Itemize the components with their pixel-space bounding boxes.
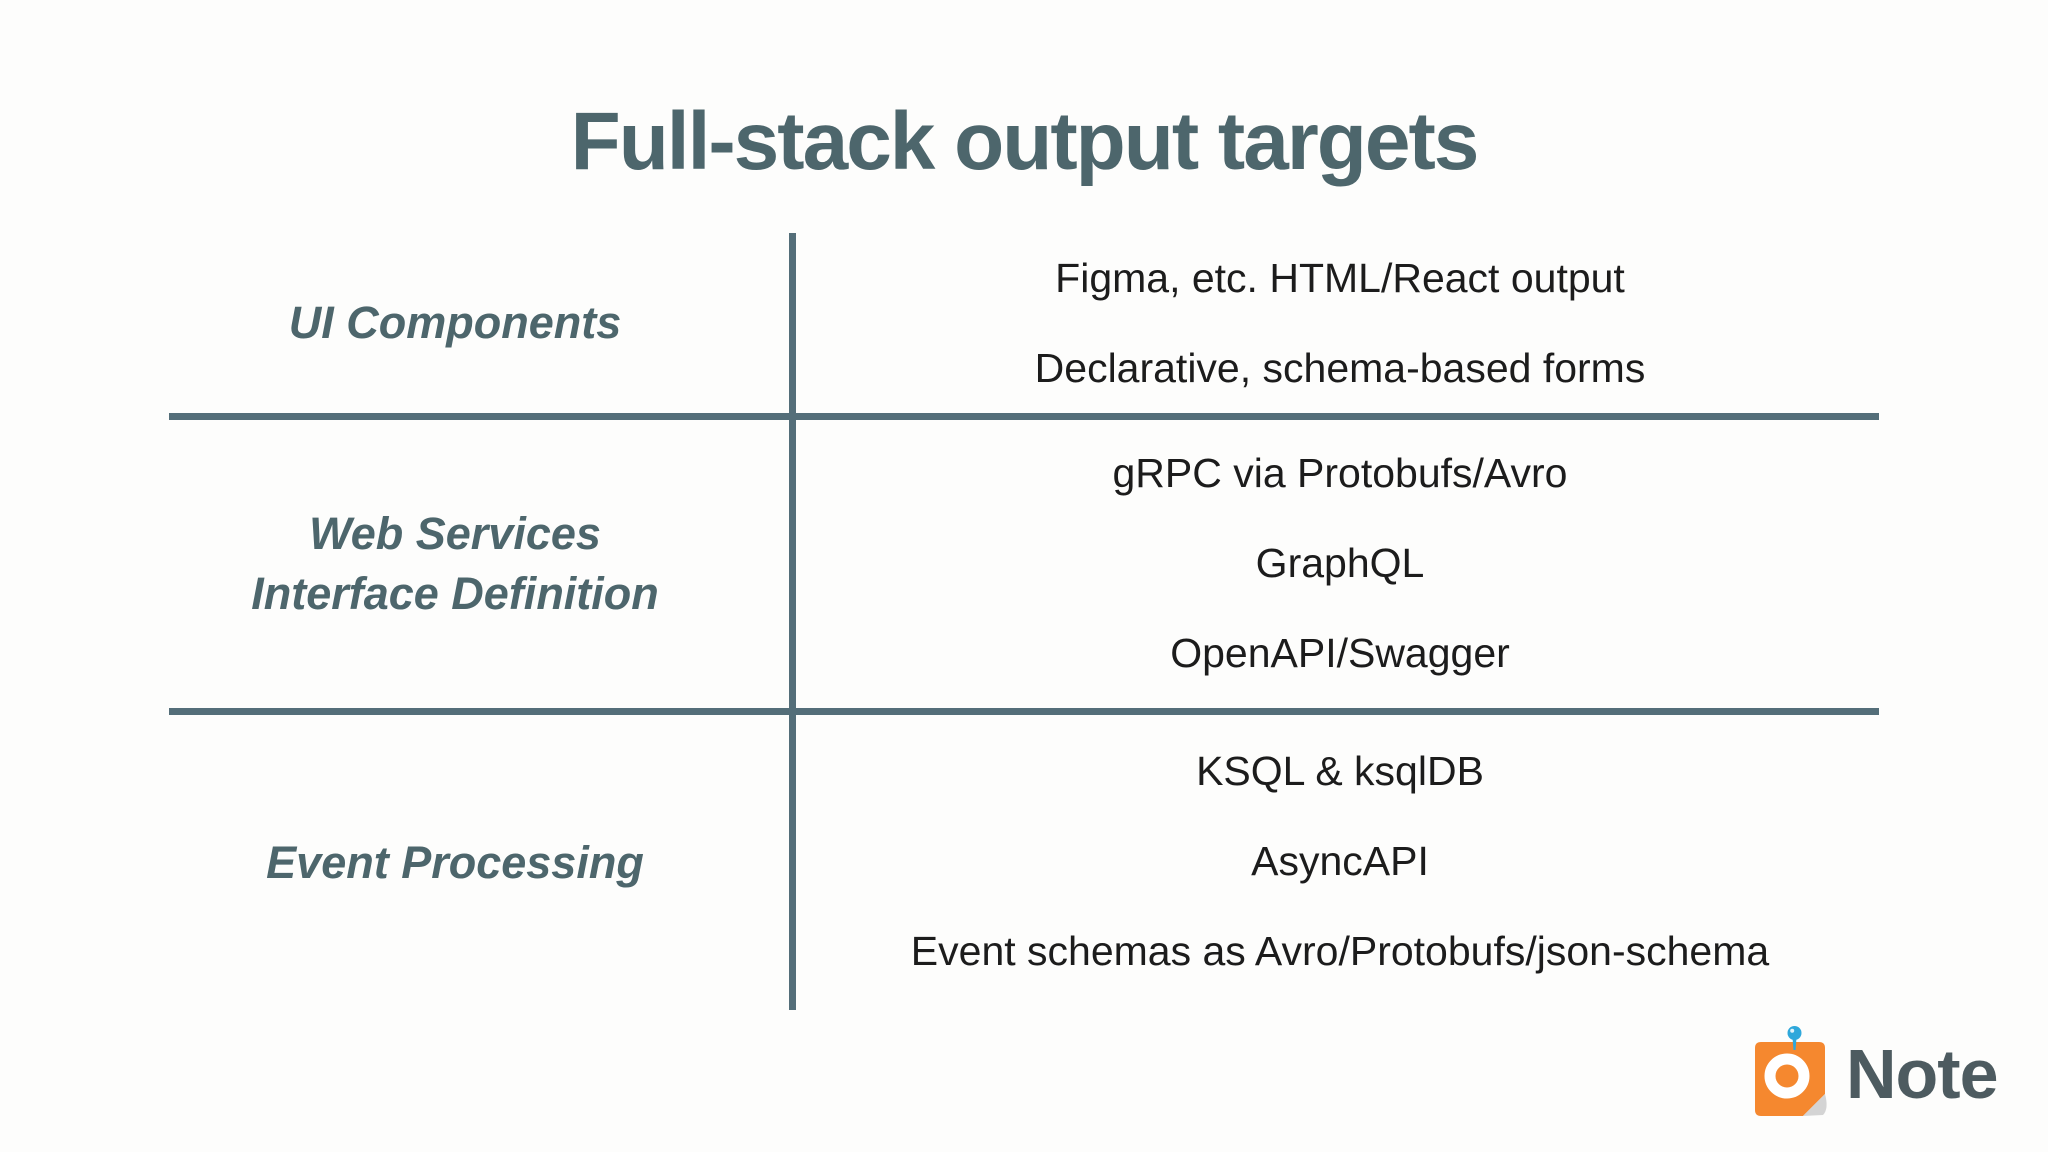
output-target-item: OpenAPI/Swagger — [1170, 629, 1510, 676]
output-target-item: Event schemas as Avro/Protobufs/json-sch… — [910, 928, 1770, 974]
row-divider-line-2 — [169, 708, 1879, 715]
pushpin-highlight — [1790, 1028, 1795, 1033]
onote-logo: Note — [1750, 1024, 1999, 1124]
output-target-item: Declarative, schema-based forms — [1034, 345, 1646, 391]
row-label-line: Interface Definition — [251, 568, 659, 619]
pushpin-head — [1787, 1026, 1802, 1040]
output-target-item: Figma, etc. HTML/React output — [1055, 255, 1625, 301]
output-target-item: AsyncAPI — [1251, 838, 1429, 884]
row-label-line: Web Services — [309, 508, 601, 559]
row-label-event-processing: Event Processing — [120, 715, 790, 1010]
output-target-item: KSQL & ksqlDB — [1196, 748, 1484, 794]
row-label-ui-components: UI Components — [120, 233, 790, 413]
logo-wordmark: Note — [1846, 1035, 1999, 1113]
row-divider-line-1 — [169, 413, 1879, 420]
page-title: Full-stack output targets — [570, 96, 1480, 187]
row-label-web-services-interface-definition: Web Services Interface Definition — [120, 420, 790, 708]
pushpin-stem — [1792, 1038, 1797, 1050]
row-label-line: UI Components — [288, 297, 622, 348]
row-items-ui-components: Figma, etc. HTML/React output Declarativ… — [800, 233, 1880, 413]
row-items-event-processing: KSQL & ksqlDB AsyncAPI Event schemas as … — [800, 712, 1880, 1010]
row-items-web-services-interface-definition: gRPC via Protobufs/Avro GraphQL OpenAPI/… — [800, 417, 1880, 708]
column-divider-line — [789, 233, 796, 1010]
sticky-note-with-pushpin-icon — [1755, 1026, 1827, 1116]
note-page-curl — [1803, 1094, 1827, 1116]
output-target-item: GraphQL — [1255, 539, 1425, 586]
note-ring — [1764, 1053, 1810, 1099]
row-label-line: Event Processing — [266, 836, 644, 888]
output-target-item: gRPC via Protobufs/Avro — [1112, 449, 1568, 496]
